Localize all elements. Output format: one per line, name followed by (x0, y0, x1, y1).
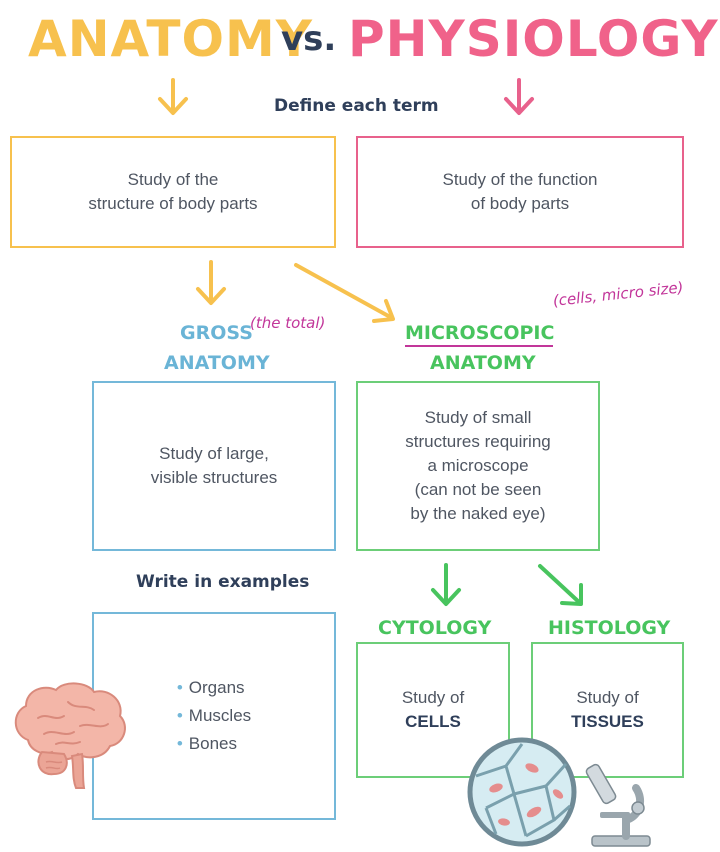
arrow-physiology-down (504, 78, 534, 115)
arrow-to-cytology (431, 563, 461, 606)
cytology-def-line1: Study of (401, 688, 465, 707)
anatomy-def-line1: Study of the (127, 170, 219, 189)
title-physiology: PHYSIOLOGY (348, 10, 719, 68)
physiology-def-line2: of body parts (470, 194, 570, 213)
examples-prompt: Write in examples (136, 572, 310, 592)
histology-def-line2: TISSUES (571, 712, 644, 731)
anatomy-definition-box: Study of the structure of body parts (10, 136, 336, 248)
example-item: Bones (177, 732, 251, 756)
histology-label: HISTOLOGY (548, 617, 671, 639)
anatomy-def-line2: structure of body parts (88, 194, 258, 213)
microscopic-label-line2: ANATOMY (430, 352, 536, 374)
gross-label-line2: ANATOMY (164, 352, 270, 374)
define-prompt: Define each term (274, 96, 439, 116)
arrow-to-histology (538, 564, 583, 606)
cytology-box: Study of CELLS (356, 642, 510, 778)
arrow-to-microscopic (294, 263, 395, 323)
gross-definition-box: Study of large, visible structures (92, 381, 336, 551)
histology-def-line1: Study of (576, 688, 639, 707)
microscopic-definition-box: Study of small structures requiring a mi… (356, 381, 600, 551)
cytology-def-line2: CELLS (405, 712, 461, 731)
micro-def-line3: a microscope (427, 456, 529, 475)
micro-def-line2: structures requiring (405, 432, 551, 451)
title-vs: vs. (281, 19, 337, 59)
example-item: Organs (177, 676, 251, 700)
gross-def-line2: visible structures (150, 468, 278, 487)
cell-magnifier-icon (467, 737, 577, 847)
micro-def-line1: Study of small (424, 408, 532, 427)
histology-box: Study of TISSUES (531, 642, 684, 778)
gross-note: (the total) (250, 314, 326, 332)
cytology-label: CYTOLOGY (378, 617, 492, 639)
brain-icon (14, 682, 126, 789)
page-title: ANATOMY vs. PHYSIOLOGY (0, 4, 720, 74)
micro-def-line5: by the naked eye) (410, 504, 546, 523)
microscope-icon (585, 763, 651, 847)
gross-def-line1: Study of large, (159, 444, 269, 463)
arrow-anatomy-down (158, 78, 188, 115)
example-item: Muscles (177, 704, 251, 728)
physiology-def-line1: Study of the function (442, 170, 598, 189)
physiology-definition-box: Study of the function of body parts (356, 136, 684, 248)
microscopic-label-line1: MICROSCOPIC (405, 322, 555, 344)
micro-def-line4: (can not be seen (414, 480, 542, 499)
title-anatomy: ANATOMY (28, 10, 313, 68)
examples-list: Organs Muscles Bones (177, 672, 251, 760)
gross-label-line1: GROSS (180, 322, 253, 344)
arrow-to-gross (196, 260, 226, 305)
